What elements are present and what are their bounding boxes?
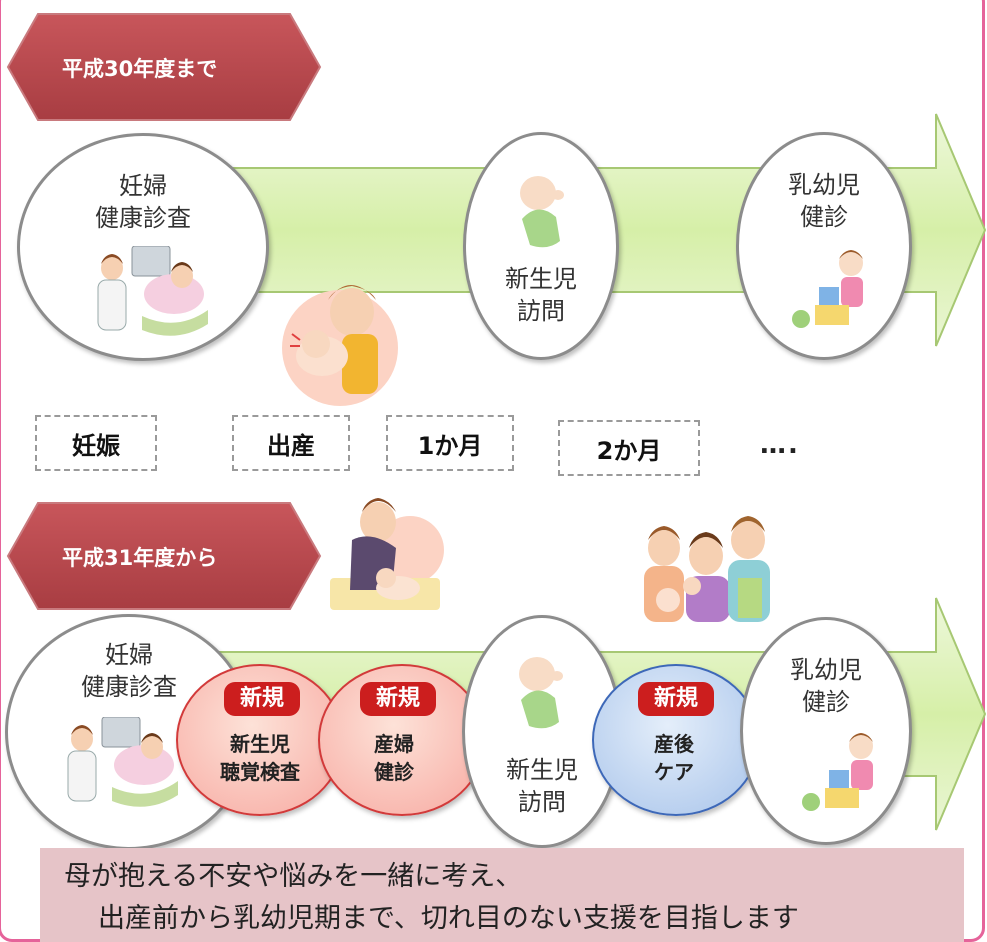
- baby-illustration-after: [519, 657, 563, 729]
- doctor-pregnant-illustration-after: [67, 717, 178, 807]
- infant-checkup-label-after: 乳幼児 健診: [790, 656, 862, 716]
- newborn-visit-circle-before: 新生児 訪問: [463, 132, 619, 360]
- mothers-group-illustration: [644, 516, 770, 622]
- stage-pregnancy: 妊娠: [35, 415, 157, 471]
- toddler-blocks-illustration: [792, 250, 863, 328]
- maternal-checkup-label: 産婦 健診: [374, 732, 414, 784]
- infant-checkup-circle-before: 乳幼児 健診: [736, 132, 912, 360]
- toddler-blocks-illustration-after: [802, 733, 873, 811]
- infant-checkup-circle-after: 乳幼児 健診: [740, 617, 912, 845]
- postpartum-care-ellipse: 新規 産後 ケア: [592, 664, 760, 816]
- infant-checkup-label-before: 乳幼児 健診: [788, 171, 860, 231]
- postpartum-care-label: 産後 ケア: [654, 732, 694, 784]
- period-tag-after: 平成31年度から: [62, 546, 218, 570]
- checkup-circle-after: 妊婦 健康診査: [5, 614, 253, 850]
- maternal-checkup-ellipse: 新規 産婦 健診: [318, 664, 486, 816]
- stage-2-months: 2か月: [558, 420, 700, 476]
- new-badge-postpartum: 新規: [638, 682, 714, 716]
- hearing-test-label: 新生児 聴覚検査: [220, 732, 300, 784]
- baby-illustration: [520, 176, 564, 248]
- newborn-visit-label-before: 新生児 訪問: [505, 265, 577, 325]
- message-line-2: 出産前から乳幼児期まで、切れ目のない支援を目指します: [98, 903, 799, 934]
- period-tag-before-shape: [6, 13, 322, 121]
- stage-birth: 出産: [232, 415, 350, 471]
- stage-ellipsis: ….: [760, 430, 800, 460]
- mother-baby-illustration: [282, 285, 398, 406]
- checkup-circle-before: 妊婦 健康診査: [17, 133, 269, 361]
- new-badge-maternal: 新規: [360, 682, 436, 716]
- mother-caring-illustration: [330, 498, 444, 610]
- checkup-label-after: 妊婦 健康診査: [81, 641, 177, 701]
- stage-1-month: 1か月: [386, 415, 514, 471]
- doctor-pregnant-illustration: [97, 246, 208, 336]
- checkup-label-before: 妊婦 健康診査: [95, 172, 191, 232]
- newborn-visit-label-after: 新生児 訪問: [506, 756, 578, 816]
- new-badge-hearing: 新規: [224, 682, 300, 716]
- message-banner: 母が抱える不安や悩みを一緒に考え、 出産前から乳幼児期まで、切れ目のない支援を目…: [40, 848, 964, 942]
- message-line-1: 母が抱える不安や悩みを一緒に考え、: [64, 861, 523, 892]
- period-tag-before: 平成30年度まで: [62, 57, 218, 81]
- period-tag-after-shape: [6, 502, 322, 610]
- hearing-test-ellipse: 新規 新生児 聴覚検査: [176, 664, 344, 816]
